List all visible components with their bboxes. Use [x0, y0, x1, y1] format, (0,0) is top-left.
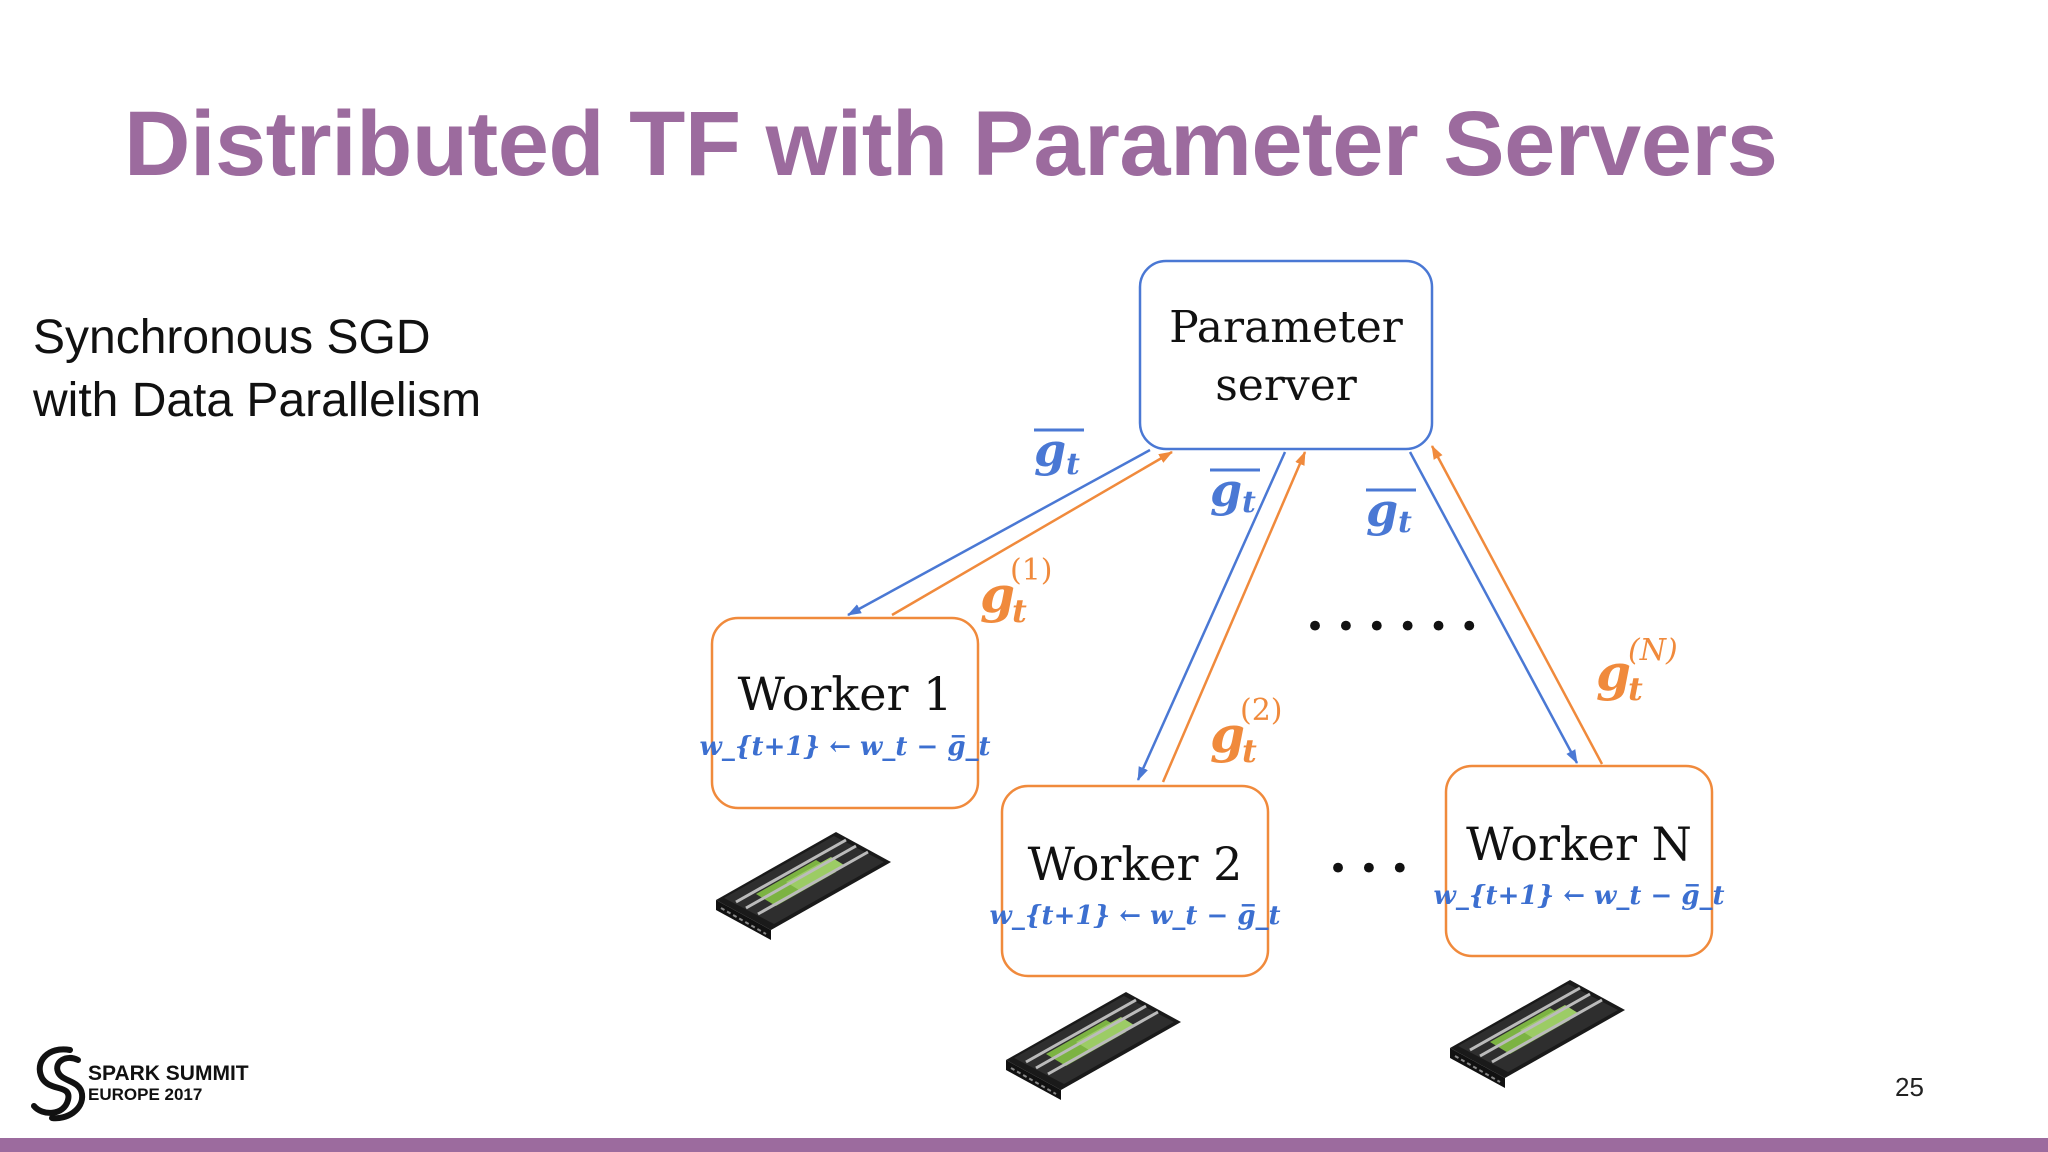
svg-text:g: g: [1596, 643, 1631, 702]
parameter-server-box: Parameter server: [1138, 259, 1434, 451]
worker-gradient-label-1: g t (1): [980, 553, 1053, 630]
worker-2-update-rule: w_{t+1} ← w_t − g̅_t: [989, 901, 1280, 931]
ellipsis-top: • • • • • •: [1305, 607, 1479, 647]
logo-line-1: SPARK SUMMIT: [88, 1062, 249, 1085]
svg-text:(N): (N): [1628, 633, 1678, 668]
svg-text:(1): (1): [1010, 553, 1053, 588]
worker-1-box: Worker 1 w_{t+1} ← w_t − g̅_t: [699, 616, 991, 810]
svg-text:g: g: [980, 565, 1015, 624]
spark-summit-swirl-icon: [31, 1046, 86, 1122]
gpu-card-icon-worker-1: [714, 830, 893, 942]
bottom-accent-bar: [0, 1138, 2048, 1152]
mean-gradient-label-2: g t: [1210, 463, 1260, 520]
svg-text:t: t: [1012, 592, 1027, 630]
svg-text:g: g: [1210, 705, 1245, 764]
svg-text:t: t: [1066, 447, 1080, 482]
parameter-server-label-1: Parameter: [1169, 302, 1404, 353]
worker-gradient-label-2: g t (2): [1210, 693, 1283, 770]
worker-n-update-rule: w_{t+1} ← w_t − g̅_t: [1433, 881, 1724, 911]
svg-text:t: t: [1242, 485, 1256, 520]
mean-gradient-label-n: g t: [1366, 483, 1416, 540]
gpu-card-icon-worker-2: [1004, 990, 1183, 1102]
subtitle-line-1: Synchronous SGD: [33, 311, 431, 364]
svg-text:(2): (2): [1240, 693, 1283, 728]
gpu-card-icon-worker-n: [1448, 978, 1627, 1090]
worker-gradient-label-n: g t (N): [1596, 633, 1678, 708]
slide-subtitle: Synchronous SGD with Data Parallelism: [33, 306, 481, 432]
page-number: 25: [1895, 1072, 1924, 1102]
svg-text:g: g: [1210, 463, 1242, 517]
slide-title: Distributed TF with Parameter Servers: [124, 93, 1778, 195]
logo-line-2: EUROPE 2017: [88, 1085, 202, 1104]
ellipsis-bottom: • • •: [1328, 849, 1410, 889]
spark-summit-logo: SPARK SUMMIT EUROPE 2017: [31, 1046, 249, 1122]
svg-text:g: g: [1366, 483, 1398, 537]
arrow-server-to-worker-n: [1408, 451, 1579, 764]
worker-2-box: Worker 2 w_{t+1} ← w_t − g̅_t: [989, 784, 1281, 978]
mean-gradient-label-1: g t: [1034, 423, 1084, 482]
svg-text:t: t: [1628, 670, 1643, 708]
svg-text:t: t: [1242, 732, 1257, 770]
arrow-worker-n-to-server: [1430, 445, 1604, 765]
worker-n-label: Worker N: [1466, 817, 1692, 871]
arrow-server-to-worker-2: [1136, 451, 1287, 781]
svg-text:t: t: [1398, 505, 1412, 540]
arrow-worker-2-to-server: [1161, 451, 1307, 783]
subtitle-line-2: with Data Parallelism: [33, 374, 482, 427]
worker-n-box: Worker N w_{t+1} ← w_t − g̅_t: [1433, 764, 1725, 958]
worker-1-update-rule: w_{t+1} ← w_t − g̅_t: [699, 732, 990, 762]
arrow-server-to-worker-1: [847, 448, 1151, 617]
parameter-server-label-2: server: [1215, 360, 1358, 411]
worker-1-label: Worker 1: [738, 667, 953, 721]
arrow-worker-1-to-server: [891, 450, 1173, 617]
svg-text:g: g: [1034, 423, 1066, 477]
worker-2-label: Worker 2: [1028, 837, 1243, 891]
